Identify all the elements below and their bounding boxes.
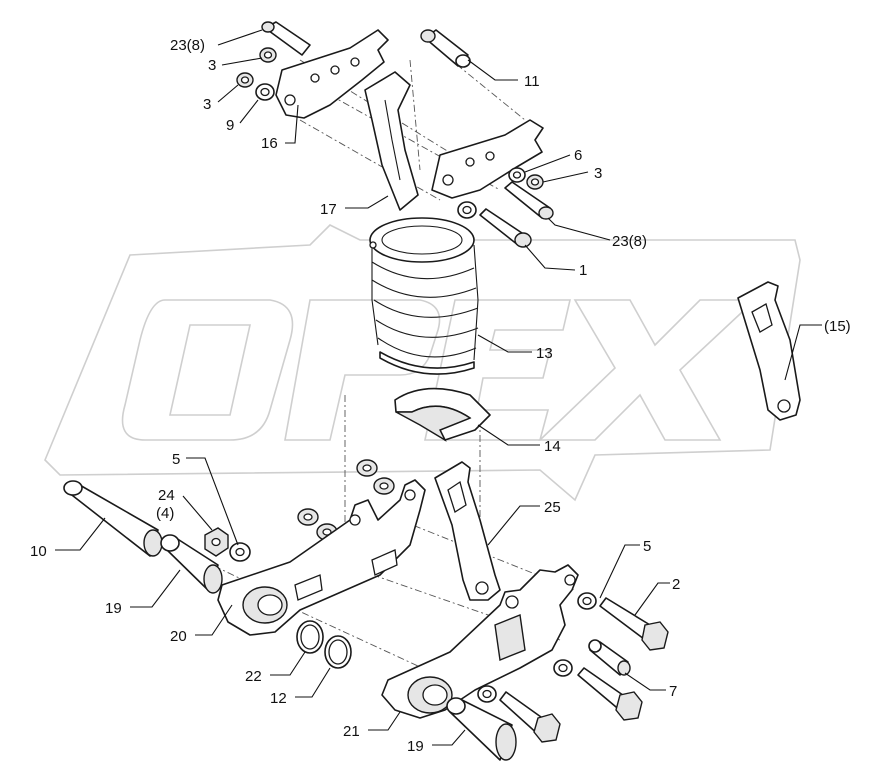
washer-6: [508, 167, 526, 183]
callout-24: 24: [158, 487, 175, 504]
nut-upper-arm-c: [297, 508, 319, 526]
callout-5-left: 5: [172, 451, 180, 468]
callout-11: 11: [524, 73, 540, 90]
bolt-2: [599, 597, 669, 651]
nut-3-right: [526, 174, 544, 190]
coil-spring-13: [369, 217, 479, 375]
nut-3-upper-a: [259, 47, 277, 63]
leader-lines: [55, 29, 822, 746]
nut-upper-arm-a: [356, 459, 378, 477]
washer-5-right: [577, 592, 597, 610]
bushing-19-left: [160, 534, 223, 594]
callout-2: 2: [672, 576, 680, 593]
callout-14: 14: [544, 438, 561, 455]
washer-under-bracket: [457, 201, 477, 219]
callout-15: (15): [824, 318, 851, 335]
callout-20: 20: [170, 628, 187, 645]
callout-23-lower: 23(8): [612, 233, 647, 250]
callout-labels: 23(8) 3 3 9 16 11 6 3 17 23(8) 1 (15) 13…: [30, 37, 851, 755]
nut-24: [204, 527, 229, 557]
link-arm-25: [434, 461, 501, 601]
callout-7: 7: [669, 683, 677, 700]
pin-11: [420, 29, 471, 68]
bolt-under-arm-21: [499, 691, 561, 743]
callout-3-right: 3: [594, 165, 602, 182]
tube-10: [63, 480, 163, 557]
callout-25: 25: [544, 499, 561, 516]
callout-13: 13: [536, 345, 553, 362]
callout-4: (4): [156, 505, 174, 522]
nut-3-upper-b: [236, 72, 254, 88]
callout-19-lower: 19: [407, 738, 424, 755]
callout-10: 10: [30, 543, 47, 560]
link-arm-15: [737, 281, 801, 421]
spring-seat-14: [394, 387, 491, 442]
washer-5-left: [229, 542, 251, 562]
washer-9: [255, 83, 275, 101]
callout-5-right: 5: [643, 538, 651, 555]
pin-7: [588, 639, 631, 676]
callout-19-left: 19: [105, 600, 122, 617]
ring-22: [296, 620, 324, 654]
washer-under-arm-21: [477, 685, 497, 703]
upper-bracket-plate-right: [431, 119, 544, 199]
ring-12: [324, 635, 352, 669]
callout-21: 21: [343, 723, 360, 740]
callout-22: 22: [245, 668, 262, 685]
callout-23-upper: 23(8): [170, 37, 205, 54]
bolt-lower-right: [577, 667, 643, 721]
callout-3-upper-a: 3: [208, 57, 216, 74]
callout-16: 16: [261, 135, 278, 152]
upper-bracket-plate-left: [275, 29, 389, 119]
callout-1: 1: [579, 262, 587, 279]
callout-12: 12: [270, 690, 287, 707]
watermark-logo: [44, 224, 801, 502]
callout-6: 6: [574, 147, 582, 164]
nut-upper-arm-b: [373, 477, 395, 495]
bushing-19-lower: [446, 697, 517, 761]
bolt-23-upper: [261, 21, 311, 56]
swing-arm-20: [217, 479, 426, 636]
callout-9: 9: [226, 117, 234, 134]
swing-arm-21: [381, 564, 579, 719]
washer-lower-right: [553, 659, 573, 677]
callout-17: 17: [320, 201, 337, 218]
center-bracket-arm: [364, 71, 419, 211]
bolt-1: [479, 208, 532, 248]
bolt-23-lower: [504, 181, 554, 220]
callout-3-upper-b: 3: [203, 96, 211, 113]
